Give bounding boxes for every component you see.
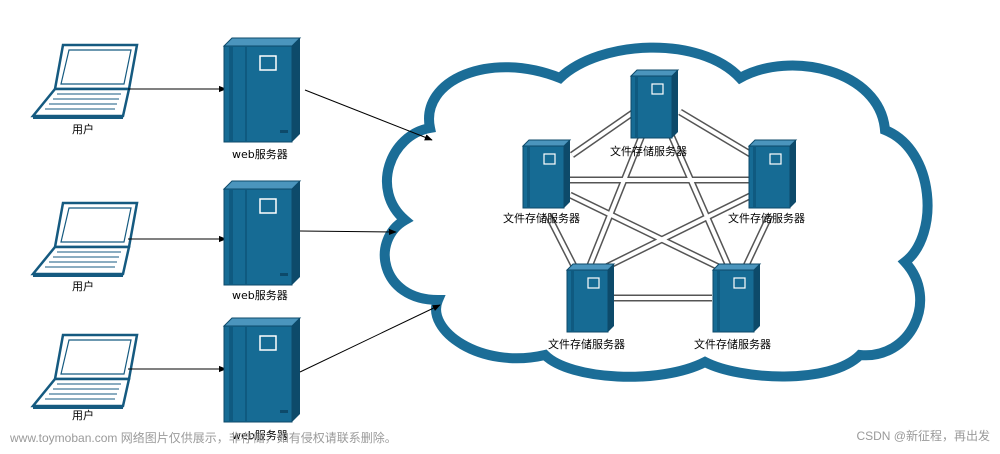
file-server-label: 文件存储服务器 [548,337,625,351]
web-server-label: web服务器 [232,429,288,442]
file-server-icon [522,139,571,209]
file-server-icon [748,139,797,209]
watermark-left: www.toymoban.com 网络图片仅供展示，非存储，如有侵权请联系删除。 [9,430,397,445]
file-server-icon [712,263,761,333]
user-laptop-icon [31,43,139,121]
file-server-icon [566,263,615,333]
web-server-label: web服务器 [232,289,288,302]
cloud-shape [379,42,933,382]
file-server-links [544,108,774,302]
user-laptop-icon [31,333,139,411]
file-server-icon [630,69,679,139]
web-server-icon [223,180,301,286]
user-label: 用户 [72,279,94,293]
user-label: 用户 [72,122,94,136]
watermark-right: CSDN @新征程，再出发 [856,428,990,443]
web-server-icon [223,37,301,143]
file-server-label: 文件存储服务器 [610,144,687,158]
web-server-icon [223,317,301,423]
web-to-cloud-arrow [304,89,433,141]
file-server-label: 文件存储服务器 [728,211,805,225]
file-server-label: 文件存储服务器 [694,337,771,351]
web-server-label: web服务器 [232,148,288,161]
web-to-cloud-arrow [299,228,397,236]
user-label: 用户 [72,408,94,422]
user-laptop-icon [31,201,139,279]
web-to-cloud-arrow [299,304,441,373]
file-server-label: 文件存储服务器 [503,211,580,225]
